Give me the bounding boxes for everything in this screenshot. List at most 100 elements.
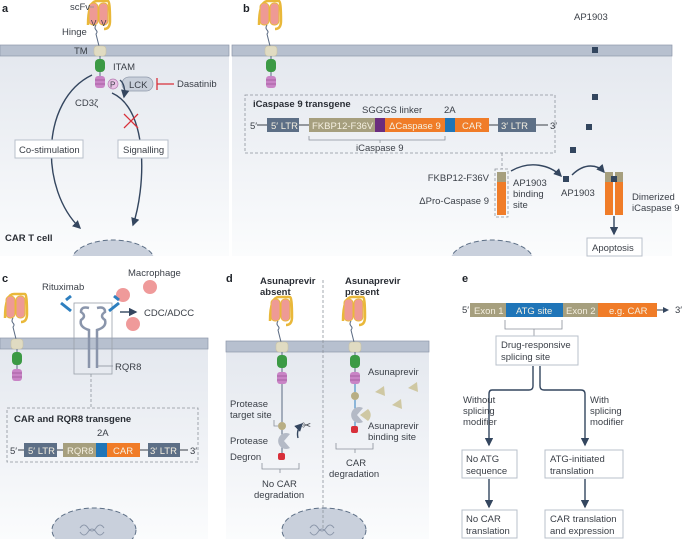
2a-segment xyxy=(445,118,455,132)
splice-site-label: splicing site xyxy=(501,352,550,363)
lck-pill xyxy=(121,76,154,92)
degradation-label: degradation xyxy=(329,469,379,480)
costimulation-label: Co-stimulation xyxy=(19,145,80,156)
dimerized-icaspase xyxy=(615,182,623,215)
ap1903-label: AP1903 xyxy=(574,12,608,23)
binding-site-label: AP1903 xyxy=(513,178,547,189)
protease-site-label: Protease xyxy=(230,399,268,410)
no-atg-label: sequence xyxy=(466,466,507,477)
phosphate-icon xyxy=(107,78,119,90)
panel-e: e 5′ Exon 1 ATG site Exon 2 e.g. CAR 3′ … xyxy=(461,273,682,539)
fkbp-label: FKBP12-F36V xyxy=(428,173,490,184)
asunaprevir-label: Asunaprevir xyxy=(368,367,419,378)
icaspase-monomer xyxy=(497,182,506,215)
with-modifier-label: With xyxy=(590,395,609,406)
dimer-label: Dimerized xyxy=(632,192,675,203)
rqr8-gene: RQR8 xyxy=(67,446,93,457)
asunaprevir-bound-icon xyxy=(360,409,371,421)
no-degradation-label: No CAR xyxy=(262,479,297,490)
with-modifier-label: modifier xyxy=(590,417,624,428)
car-gene: CAR xyxy=(113,446,133,457)
panel-a: a scFv Hinge TM ITAM P LCK Dasatinib CD3… xyxy=(0,0,230,256)
icaspase-label: iCaspase 9 xyxy=(356,143,404,154)
linker-label: SGGGS linker xyxy=(362,105,422,116)
atg-site-gene: ATG site xyxy=(516,306,552,317)
atg-translation-label: translation xyxy=(550,466,594,477)
2a-label: 2A xyxy=(97,428,109,439)
cell-label: CAR T cell xyxy=(5,233,53,244)
ap1903-bound-label: AP1903 xyxy=(561,188,595,199)
no-car-translation-label: No CAR xyxy=(466,514,501,525)
panel-letter: a xyxy=(2,3,9,15)
p-label: P xyxy=(110,81,115,90)
scfv-label: scFv xyxy=(70,2,90,13)
no-car-translation-label: translation xyxy=(466,526,510,537)
exon1-gene: Exon 1 xyxy=(474,306,504,317)
protease-label: Protease xyxy=(230,436,268,447)
panel-letter: e xyxy=(462,273,468,285)
cell-membrane xyxy=(0,337,209,350)
no-atg-label: No ATG xyxy=(466,454,499,465)
panel-letter: c xyxy=(2,273,8,285)
car-expression-label: CAR translation xyxy=(550,514,617,525)
car-gene: e.g. CAR xyxy=(609,306,648,317)
rituximab-label: Rituximab xyxy=(42,282,84,293)
five-prime: 5′ xyxy=(462,305,469,316)
linker-segment xyxy=(375,118,385,132)
three-prime: 3′ xyxy=(675,305,682,316)
cell-membrane xyxy=(225,340,430,353)
panel-letter: d xyxy=(226,273,233,285)
protease-site-icon xyxy=(278,422,286,430)
2a-label: 2A xyxy=(444,105,456,116)
panel-c: c Rituximab Macrophage CDC/ADCC RQR8 CAR… xyxy=(0,268,209,539)
panel-b: b AP1903 iCaspase 9 transgene SGGGS link… xyxy=(231,0,680,257)
car-gene: CAR xyxy=(462,121,482,132)
five-prime: 5′ xyxy=(250,121,257,132)
atg-translation-label: ATG-initiated xyxy=(550,454,605,465)
vh-label: V xyxy=(91,19,97,28)
cd3z-label: CD3ζ xyxy=(75,98,99,109)
dasatinib-label: Dasatinib xyxy=(177,79,217,90)
binding-site-label: site xyxy=(513,200,528,211)
present-title: present xyxy=(345,287,380,298)
binding-site-label: binding site xyxy=(368,432,416,443)
without-modifier-label: splicing xyxy=(463,406,495,417)
binding-site-label: Asunaprevir xyxy=(368,421,419,432)
block-x-icon xyxy=(123,113,139,129)
transgene-title: CAR and RQR8 transgene xyxy=(14,414,131,425)
without-modifier-label: modifier xyxy=(463,417,497,428)
ltr3-gene: 3′ LTR xyxy=(150,446,177,457)
ltr5-gene: 5′ LTR xyxy=(271,121,298,132)
transgene-box xyxy=(244,94,556,154)
with-modifier-label: splicing xyxy=(590,406,622,417)
binding-site-label: binding xyxy=(513,189,544,200)
absent-title: Asunaprevir xyxy=(260,276,316,287)
degron-icon xyxy=(278,453,285,460)
degron-icon xyxy=(351,426,358,433)
hinge-label: Hinge xyxy=(62,27,87,38)
macrophage-label: Macrophage xyxy=(128,268,181,279)
apoptosis-label: Apoptosis xyxy=(592,243,634,254)
cell-membrane xyxy=(231,44,673,57)
three-prime: 3′ xyxy=(190,446,197,457)
splice-site-label: Drug-responsive xyxy=(501,340,571,351)
without-modifier-label: Without xyxy=(463,395,496,406)
degradation-label: CAR xyxy=(346,458,366,469)
itam-label: ITAM xyxy=(113,62,135,73)
ltr5-gene: 5′ LTR xyxy=(28,446,55,457)
car-expression-label: and expression xyxy=(550,526,614,537)
rituximab-antibody-icon xyxy=(60,294,120,313)
present-title: Asunaprevir xyxy=(345,276,401,287)
cell-membrane xyxy=(0,44,230,57)
caspase-gene: ΔCaspase 9 xyxy=(389,121,441,132)
panel-d: d Asunaprevir absent Asunaprevir present… xyxy=(225,273,430,539)
inhibit-icon xyxy=(156,78,174,90)
tm-label: TM xyxy=(74,46,88,57)
exon2-gene: Exon 2 xyxy=(566,306,596,317)
no-degradation-label: degradation xyxy=(254,490,304,501)
ap1903-molecules xyxy=(570,47,598,153)
scissors-icon: ✂ xyxy=(302,420,311,432)
signalling-label: Signalling xyxy=(123,145,164,156)
degron-label: Degron xyxy=(230,452,261,463)
